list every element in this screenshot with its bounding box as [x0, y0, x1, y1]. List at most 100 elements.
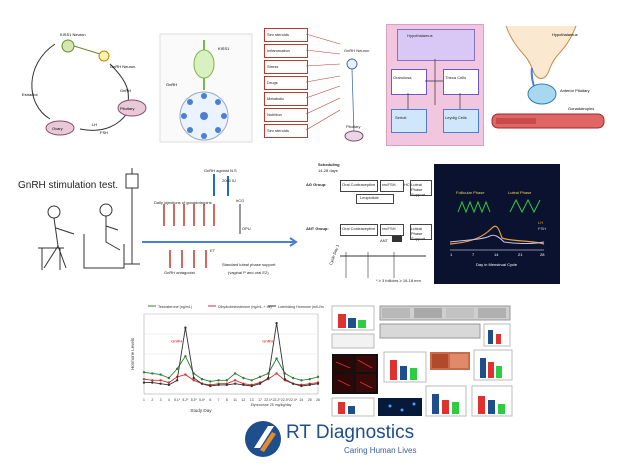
right-label: Gonadotropins [568, 106, 594, 111]
stimulation-test-figure: GnRH stimulation test. GnRH agonist 2000… [14, 164, 300, 286]
data-point [300, 384, 303, 388]
lh-curve [449, 225, 545, 245]
x-tick-label: 12 [242, 398, 246, 402]
data-point [217, 383, 220, 387]
data-point [167, 383, 171, 387]
bar-chart-1 [331, 305, 375, 331]
data-point [291, 376, 295, 380]
x-tick-label: 22.1* [264, 398, 273, 402]
kiss-label: KISS1 [218, 46, 230, 51]
data-point [200, 382, 204, 385]
nurse-head [47, 205, 61, 219]
tick-21: 21 [518, 252, 523, 257]
x-tick-label: 5.1* [174, 398, 181, 402]
data-point [308, 383, 311, 387]
leydig-label: Leydig Cells [445, 115, 467, 120]
data-point [267, 376, 270, 380]
factor-box: Sex steroids [264, 124, 308, 138]
data-point [225, 383, 229, 387]
scheduling-days: 14-28 days [318, 168, 338, 173]
lh-label: LH [92, 122, 97, 127]
data-point [200, 377, 204, 381]
antagonist-syringes [169, 250, 207, 268]
data-point [175, 367, 179, 371]
brand-name: RT Diagnostics [286, 422, 415, 443]
data-point [308, 377, 311, 381]
data-point [151, 381, 154, 384]
series-line [143, 372, 319, 386]
ag-rfsh-label: recFSH [382, 182, 396, 187]
ant-group-label: ANT Group: [306, 226, 329, 231]
footnote: * ≥ 3 follicles ≥ 16-18 mm [376, 278, 421, 283]
data-point [209, 380, 212, 383]
data-point [250, 384, 253, 388]
sertoli-label: Sertoli [395, 115, 407, 120]
tick-1: 1 [450, 252, 453, 257]
data-point [151, 372, 154, 375]
x-tick-label: 8 [226, 398, 228, 402]
factor-box: Inflammation [264, 44, 308, 58]
x-tick-label: 5.4* [199, 398, 206, 402]
opu-label: OPU [242, 226, 251, 231]
luteal-label: Luteal Phase [508, 190, 532, 195]
x-axis-sublabel: Elyrenonne 25 mg/kg/day [251, 403, 292, 407]
data-point [258, 375, 262, 379]
x-tick-label: 6 [209, 398, 211, 402]
luteal-sub-label: (vaginal P and oral E2) [228, 270, 269, 275]
ant-luteal-label: Luteal Phase Support [411, 226, 426, 241]
data-point [233, 379, 237, 382]
neuron-diagram: KISS1 GnRH [159, 33, 253, 143]
data-point [316, 375, 320, 379]
tick-14: 14 [494, 252, 499, 257]
brand-tagline: Caring Human Lives [344, 446, 417, 455]
factor-box: Drugs [264, 76, 308, 90]
rt-logo-icon [245, 421, 281, 457]
data-point [275, 372, 278, 375]
data-point [291, 382, 295, 385]
x-tick-label: 22.4* [289, 398, 298, 402]
histology-strip [331, 323, 511, 349]
vessel-inner [496, 118, 536, 124]
pituitary-label: Pituitary [120, 106, 134, 111]
ag-oral-label: Oral Contraceptive [342, 182, 376, 187]
bar-chart-6 [471, 385, 513, 417]
iv-bag-icon [125, 173, 139, 189]
data-point [258, 382, 262, 385]
pituitary-shape [117, 99, 147, 117]
ag-hcg-label: HCG [404, 182, 413, 187]
luteal-label: Standard luteal phase support [222, 262, 276, 267]
center-label: GnRH Neuron [344, 48, 370, 53]
hypothalamus-shape [505, 25, 577, 79]
data-point [142, 381, 146, 384]
kiss-neuron-icon [61, 39, 75, 53]
ag-luteal-label: Luteal Phase Support [411, 182, 426, 197]
patient-body [105, 216, 121, 251]
data-point [316, 382, 320, 385]
ovary-label: Ovary [52, 126, 63, 131]
legend-label: Testosterone (ng/mL) [158, 305, 192, 309]
results-collage [331, 305, 513, 417]
x-tick-label: 11 [233, 398, 237, 402]
x-tick-label: 5.3* [191, 398, 198, 402]
data-point [250, 379, 253, 382]
x-tick-label: 13 [250, 398, 254, 402]
bar-chart-5 [425, 385, 467, 417]
et-label: ET [210, 248, 216, 253]
theca-label: Theca Cells [445, 75, 467, 80]
bar-chart-2 [383, 351, 427, 383]
factor-box: Stress [264, 60, 308, 74]
regulation-diagram: Hypothalamus Granulosa Theca Cells Serto… [386, 24, 484, 146]
fsh-curve [449, 234, 545, 244]
lh-fsh-arrow [79, 111, 129, 131]
data-point [242, 376, 245, 380]
chair [83, 234, 125, 269]
antagonist-label: GnRH antagonist [164, 270, 195, 275]
lh-legend: LH [538, 220, 544, 225]
ag-group-label: AG Group: [306, 182, 327, 187]
neuron-body-icon [193, 49, 215, 79]
data-point [151, 379, 154, 382]
dose-label: 2000 IU [222, 178, 237, 183]
tick-28: 28 [540, 252, 545, 257]
stim-drawing [38, 168, 298, 270]
